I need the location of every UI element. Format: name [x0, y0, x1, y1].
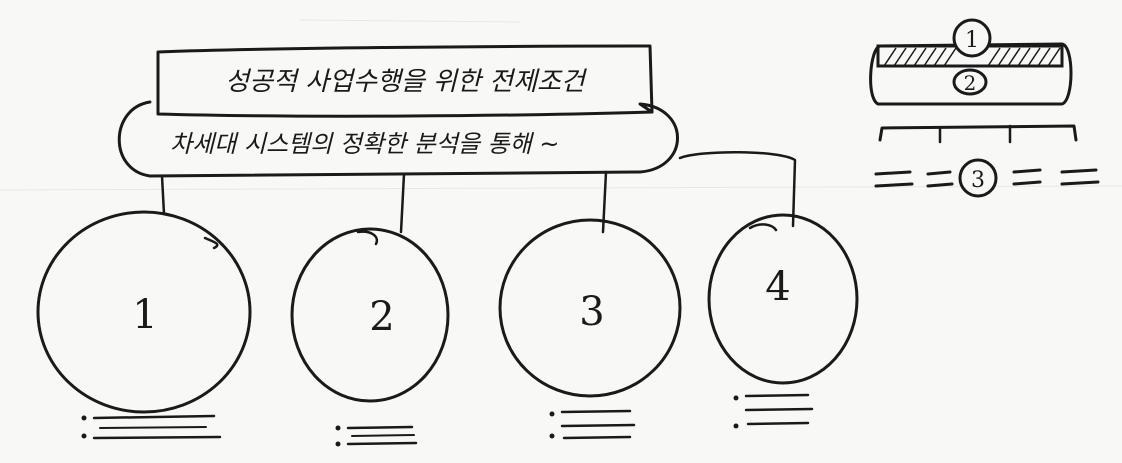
circle-label-4: 4: [765, 264, 790, 310]
legend-marker-1: 1: [965, 28, 979, 53]
circle-node-2: 2: [290, 227, 450, 403]
circle-label-1: 1: [132, 292, 157, 338]
circle-node-4: 4: [707, 213, 859, 385]
hatched-bar: [883, 47, 1061, 67]
connectors: [160, 150, 797, 234]
list-sketch-4: [733, 393, 814, 429]
circle-label-2: 2: [369, 294, 394, 340]
subtitle-box: 차세대 시스템의 정확한 분석을 통해 ~: [117, 100, 679, 178]
dash-row: [874, 168, 1100, 188]
legend-marker-2: 2: [964, 71, 977, 95]
title-text: 성공적 사업수행을 위한 전제조건: [225, 67, 588, 97]
title-box: 성공적 사업수행을 위한 전제조건: [156, 44, 654, 118]
layout-legend-sketch: 1 2 3: [869, 18, 1100, 198]
circle-node-1: 1: [36, 210, 252, 414]
list-sketch-1: [81, 414, 222, 440]
legend-marker-3: 3: [971, 168, 985, 193]
circle-label-3: 3: [579, 289, 604, 335]
list-sketch-2: [335, 425, 418, 447]
subtitle-text: 차세대 시스템의 정확한 분석을 통해 ~: [170, 130, 559, 158]
circle-node-3: 3: [498, 218, 682, 398]
list-sketch-3: [549, 409, 636, 440]
